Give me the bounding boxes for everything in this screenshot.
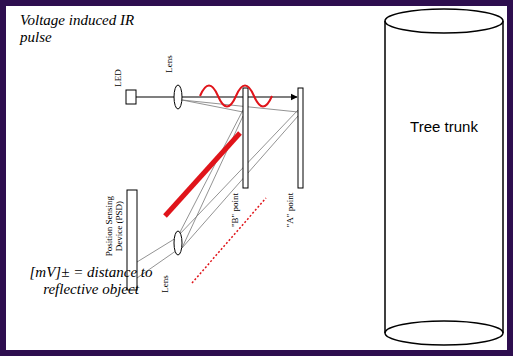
reflected-beam (165, 133, 240, 216)
part-label: LED (114, 58, 124, 98)
led-symbol (126, 90, 136, 104)
target-bar (243, 88, 248, 188)
sine-wave (200, 86, 272, 107)
cylinder-outline (383, 8, 505, 346)
lens-symbol (174, 231, 182, 255)
formula-note: [mV]± = distance to reflective object (16, 264, 166, 297)
cylinder-top (385, 9, 503, 33)
lens-symbol (174, 85, 182, 109)
cylinder-bottom-back (385, 321, 503, 333)
part-label: Position Sensing Device (PSD) (105, 190, 125, 262)
node-label: Tree trunk (383, 118, 505, 135)
caption-text: Voltage induced IR pulse (20, 12, 138, 45)
target-bar (298, 88, 303, 188)
ir-beam-arrow (136, 96, 297, 97)
cylinder-shape: Tree trunk (383, 8, 505, 346)
light-rays (137, 100, 298, 278)
point-label: "B" point (231, 185, 241, 235)
part-label: Lens (165, 44, 175, 84)
point-label: "A" point (286, 185, 296, 235)
part-label: Lens (161, 264, 171, 304)
cylinder-body (385, 21, 503, 345)
slide-panel (6, 6, 507, 350)
reflected-beam-dotted (192, 198, 266, 283)
